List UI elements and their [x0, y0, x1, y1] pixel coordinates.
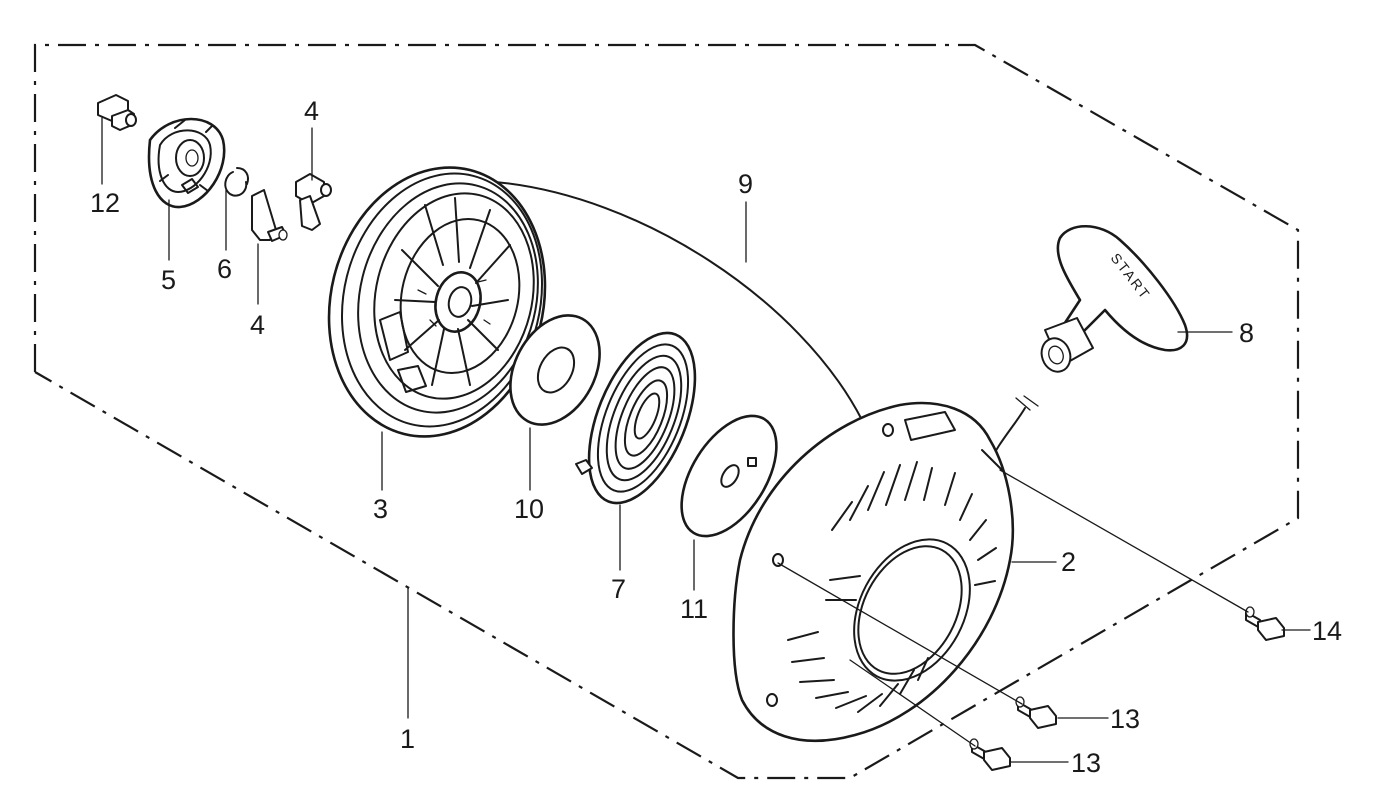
part-number-4-lower: 4 — [250, 310, 265, 340]
ratchet-pawl-lower — [251, 189, 288, 242]
bolt-13-lower — [969, 738, 1011, 771]
part-number-2: 2 — [1061, 547, 1076, 577]
washer-large — [509, 314, 601, 426]
rope-reel — [327, 166, 547, 438]
part-number-7: 7 — [611, 574, 626, 604]
ratchet-pawl-upper — [295, 173, 332, 231]
assembly-guide-lines — [777, 469, 1249, 747]
leader-lines — [101, 117, 1311, 763]
part-number-13-upper: 13 — [1110, 704, 1140, 734]
part-number-3: 3 — [373, 494, 388, 524]
part-number-10: 10 — [514, 494, 544, 524]
recoil-spring — [575, 331, 697, 505]
part-number-12: 12 — [90, 188, 120, 218]
part-number-1: 1 — [400, 724, 415, 754]
bolt-14 — [1245, 606, 1285, 641]
part-number-14: 14 — [1312, 616, 1342, 646]
bolt-13-upper — [1015, 696, 1057, 729]
part-numbers: 12 5 6 4 4 3 10 7 11 9 8 2 1 14 13 13 — [90, 96, 1342, 778]
assembly-boundary — [33, 43, 1300, 780]
part-number-9: 9 — [738, 169, 753, 199]
part-number-5: 5 — [161, 265, 176, 295]
part-number-8: 8 — [1239, 318, 1254, 348]
starter-case — [732, 401, 1015, 743]
part-number-13-lower: 13 — [1071, 748, 1101, 778]
clip-ring — [224, 167, 249, 197]
spring-cover-plate — [680, 414, 778, 538]
pin-bolt — [97, 94, 137, 131]
part-number-4-upper: 4 — [304, 96, 319, 126]
start-handle: START — [1040, 225, 1189, 373]
ratchet-plate — [147, 117, 226, 209]
part-number-6: 6 — [217, 254, 232, 284]
part-number-11: 11 — [680, 594, 708, 624]
